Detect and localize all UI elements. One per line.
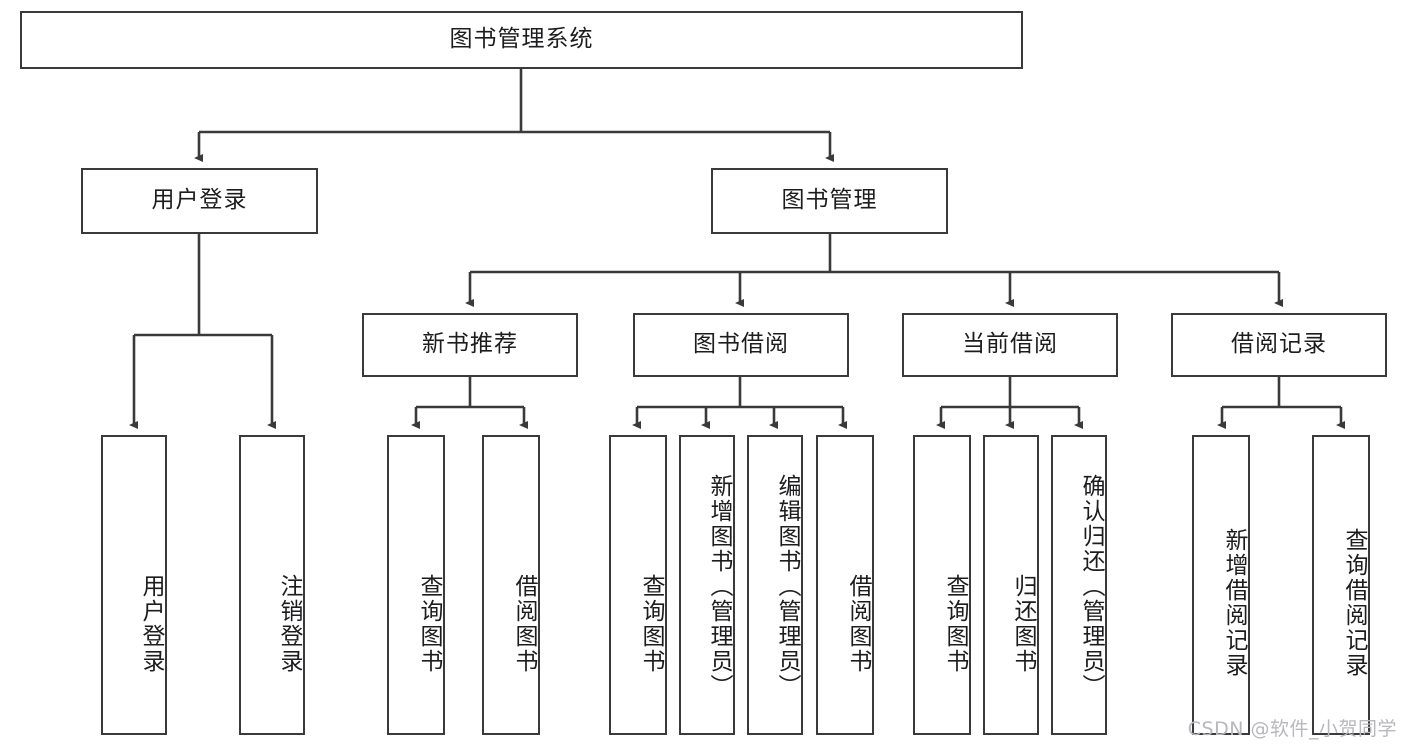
leaf-borrow-record-query[interactable]: 查询借阅记录: [1312, 435, 1370, 735]
node-borrow-record[interactable]: 借阅记录: [1171, 313, 1387, 377]
csdn-watermark: CSDN @软件_小贺同学: [1187, 718, 1397, 740]
leaf-user-login-signout[interactable]: 注销登录: [239, 435, 305, 735]
node-new-book-recommend[interactable]: 新书推荐: [362, 313, 578, 377]
leaf-current-borrow-confirm-admin[interactable]: 确认归还（管理员）: [1051, 435, 1107, 735]
leaf-current-borrow-query[interactable]: 查询图书: [913, 435, 971, 735]
leaf-current-borrow-return[interactable]: 归还图书: [983, 435, 1039, 735]
leaf-borrow-record-add[interactable]: 新增借阅记录: [1192, 435, 1250, 735]
leaf-book-borrow-query[interactable]: 查询图书: [609, 435, 667, 735]
node-root-system[interactable]: 图书管理系统: [20, 11, 1023, 69]
node-book-management[interactable]: 图书管理: [711, 168, 948, 234]
leaf-new-book-query[interactable]: 查询图书: [387, 435, 445, 735]
leaf-book-borrow-add-admin[interactable]: 新增图书（管理员）: [679, 435, 735, 735]
node-current-borrow[interactable]: 当前借阅: [902, 313, 1118, 377]
leaf-user-login-signin[interactable]: 用户登录: [101, 435, 167, 735]
node-book-borrow[interactable]: 图书借阅: [633, 313, 849, 377]
leaf-book-borrow-lend[interactable]: 借阅图书: [816, 435, 874, 735]
leaf-new-book-borrow[interactable]: 借阅图书: [482, 435, 540, 735]
leaf-book-borrow-edit-admin[interactable]: 编辑图书（管理员）: [747, 435, 803, 735]
node-user-login[interactable]: 用户登录: [81, 168, 318, 234]
